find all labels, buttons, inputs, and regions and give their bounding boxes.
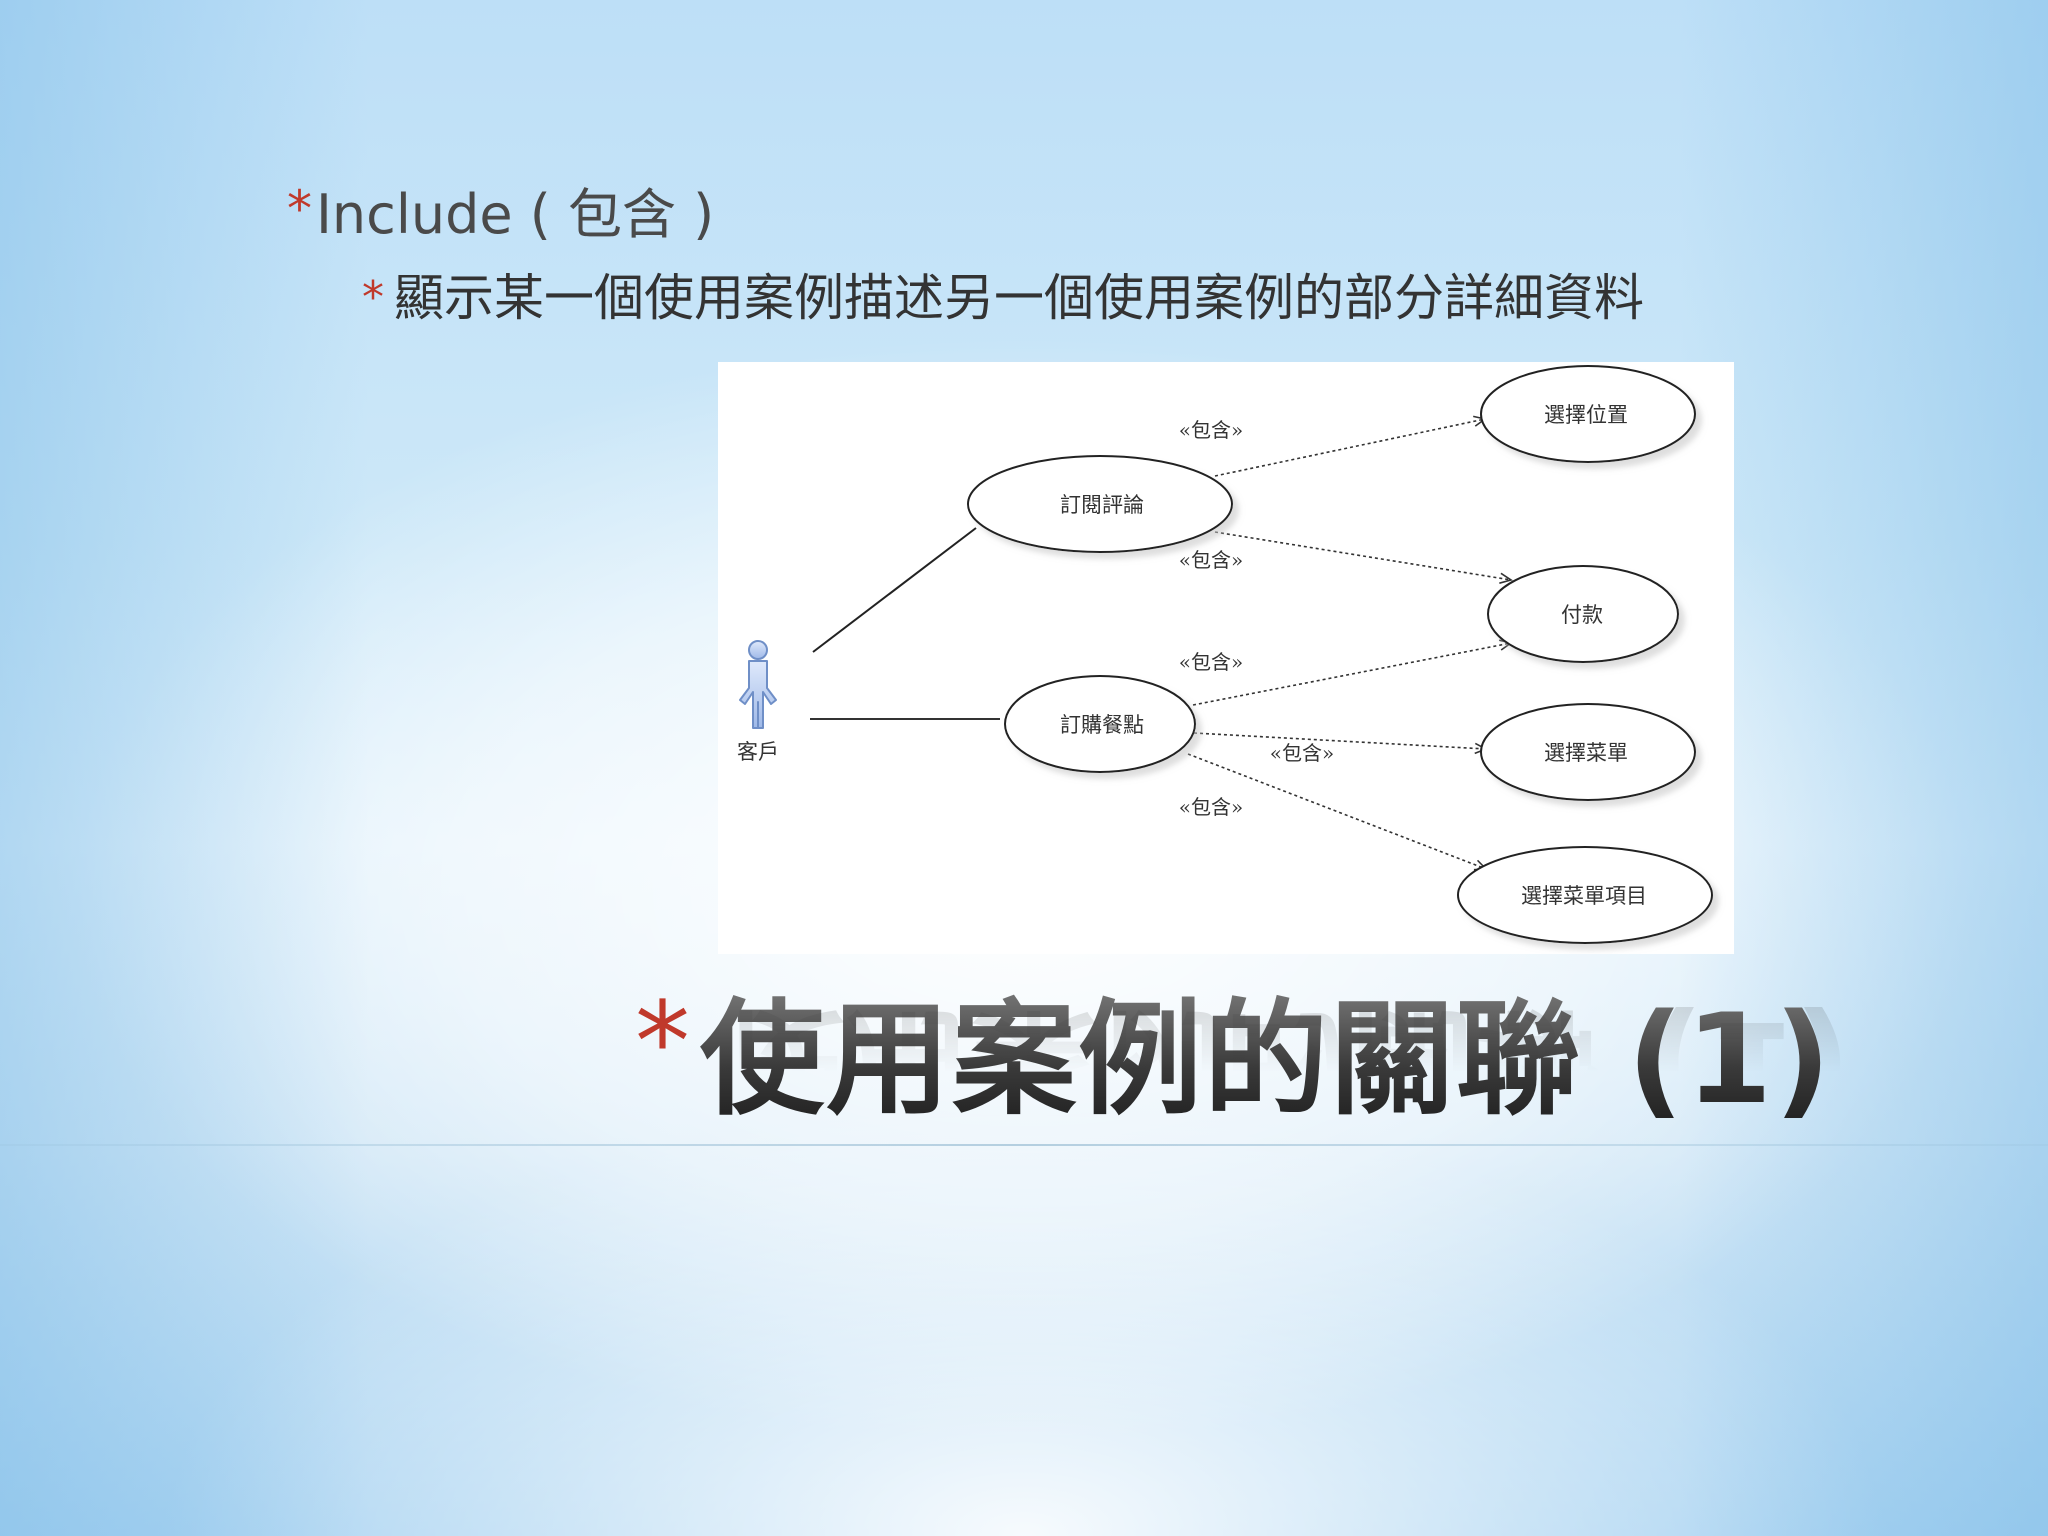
use-case-label: 訂購餐點 — [1060, 713, 1144, 737]
slide-title-text: 使用案例的關聯 (1) — [700, 985, 1833, 1135]
actor-icon — [739, 640, 777, 729]
slide-title: * 使用案例的關聯 (1) — [635, 985, 1833, 1135]
bullet-star-icon: * — [287, 180, 312, 238]
use-case-label: 訂閱評論 — [1060, 493, 1144, 517]
title-star-icon: * — [635, 978, 690, 1106]
use-case-diagram: «包含» «包含» «包含» «包含» «包含» 客戶 訂閱評論 訂購餐點 — [718, 362, 1734, 954]
use-case-label: 選擇菜單 — [1544, 741, 1628, 765]
include-label: «包含» — [1270, 741, 1334, 765]
use-case-order-meal — [1004, 675, 1196, 773]
include-arrow — [1214, 415, 1487, 477]
bullet-level-1: * Include ( 包含 ) — [287, 176, 714, 246]
use-case-select-menu — [1480, 703, 1696, 801]
bullet-level-1-text: Include ( 包含 ) — [316, 182, 715, 246]
include-label: «包含» — [1179, 418, 1243, 442]
include-label: «包含» — [1179, 650, 1243, 674]
include-arrow — [1214, 531, 1513, 584]
include-arrow — [1193, 732, 1488, 755]
include-arrow — [1187, 753, 1488, 871]
include-label: «包含» — [1179, 548, 1243, 572]
use-case-select-menu-item — [1457, 846, 1713, 944]
use-case-subscribe-review — [967, 455, 1233, 553]
bullet-star-icon: * — [362, 272, 384, 323]
use-case-label: 選擇菜單項目 — [1521, 884, 1647, 908]
include-label: «包含» — [1179, 795, 1243, 819]
actor-label: 客戶 — [737, 740, 779, 764]
use-case-label: 選擇位置 — [1544, 403, 1628, 427]
use-case-label: 付款 — [1561, 603, 1603, 627]
use-case-payment — [1487, 565, 1679, 663]
bullet-level-2-text: 顯示某一個使用案例描述另一個使用案例的部分詳細資料 — [394, 269, 1644, 327]
association-line — [812, 527, 977, 653]
use-case-select-location — [1480, 365, 1696, 463]
bullet-level-2: * 顯示某一個使用案例描述另一個使用案例的部分詳細資料 — [362, 268, 1682, 328]
horizon-line — [0, 1144, 2048, 1146]
